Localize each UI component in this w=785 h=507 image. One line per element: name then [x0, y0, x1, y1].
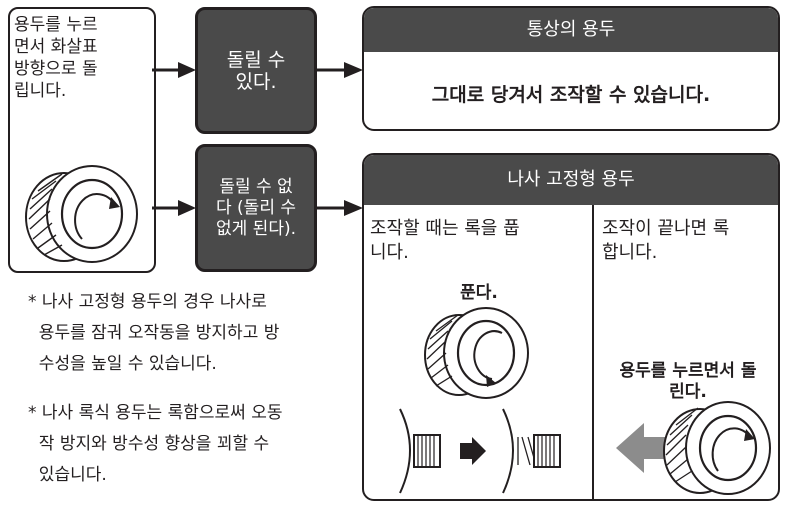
normal-crown-title: 통상의 용두	[364, 8, 778, 52]
rotatable-text: 돌릴 수 있다.	[226, 48, 286, 93]
arrow-to-screw-crown	[316, 200, 363, 216]
push-turn-crown-icon	[616, 401, 771, 495]
screw-crown-title: 나사 고정형 용두	[364, 155, 778, 205]
note-lock-type: * 나사 록식 용두는 록함으로써 오동 작 방지와 방수성 향상을 꾀할 수 …	[28, 403, 283, 485]
normal-crown-body: 그대로 당겨서 조작할 수 있습니다.	[431, 84, 711, 106]
push-turn-label: 용두를 누르면서 돌 린다.	[619, 361, 757, 402]
left-instruction-text: 용두를 누르 면서 화살표 방향으로 돌 립니다.	[14, 15, 98, 101]
crown-unscrew-icon	[424, 307, 529, 399]
arrow-to-not-rotatable	[152, 200, 196, 216]
not-rotatable-text: 돌릴 수 없 다 (돌리 수 없게 된다).	[216, 176, 296, 239]
arrow-to-normal-crown	[316, 62, 363, 78]
panel-divider	[592, 205, 594, 499]
arrow-to-rotatable	[152, 62, 196, 78]
normal-crown-panel: 통상의 용두 그대로 당겨서 조작할 수 있습니다.	[362, 6, 780, 131]
unlock-instruction: 조작할 때는 록을 풉 니다.	[370, 218, 520, 263]
screw-crown-panel: 나사 고정형 용두 조작할 때는 록을 풉 니다. 조작이 끝나면 록 합니다.…	[362, 153, 780, 501]
left-instruction-box: 용두를 누르 면서 화살표 방향으로 돌 립니다.	[8, 7, 156, 273]
rotatable-box: 돌릴 수 있다.	[195, 7, 317, 134]
not-rotatable-box: 돌릴 수 없 다 (돌리 수 없게 된다).	[195, 144, 317, 272]
crown-side-view-icon	[399, 408, 561, 494]
lock-instruction: 조작이 끝나면 록 합니다.	[602, 218, 730, 263]
unscrew-label: 푼다.	[460, 283, 498, 303]
note-screw-lock: * 나사 고정형 용두의 경우 나사로 용두를 잠궈 오작동을 방지하고 방 수…	[28, 292, 280, 374]
crown-rotate-icon	[25, 165, 138, 263]
